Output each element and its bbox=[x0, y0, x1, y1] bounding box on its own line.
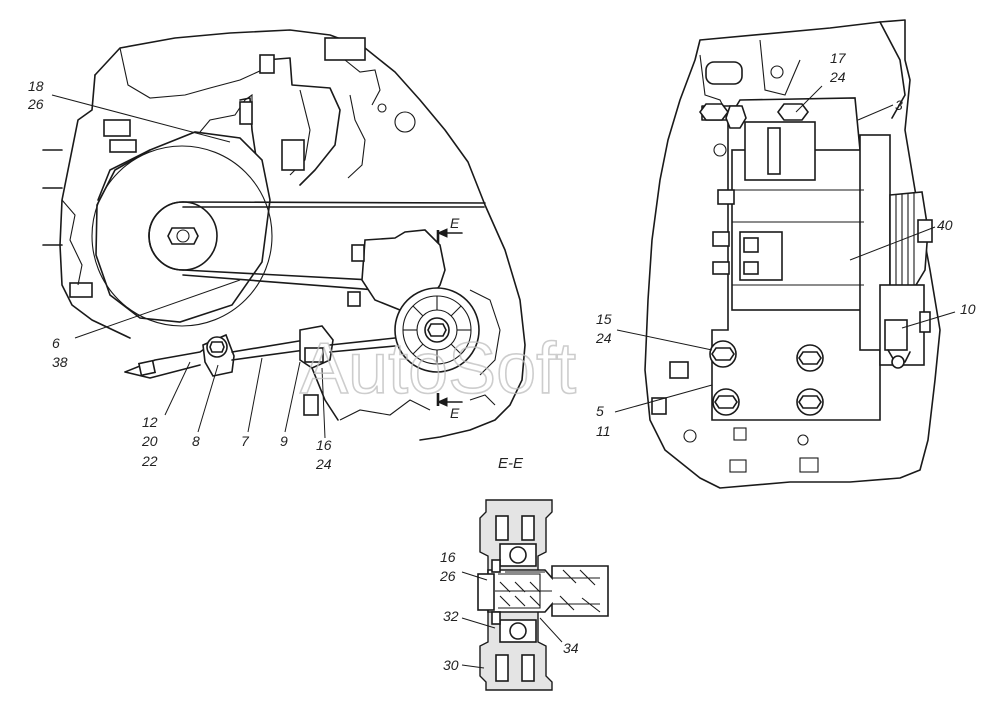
callout-labels: 18 26 6 38 12 20 22 8 7 9 16 24 17 24 3 … bbox=[27, 50, 976, 673]
callout-10: 10 bbox=[960, 301, 976, 317]
callout-16: 16 bbox=[316, 437, 332, 453]
callout-7: 7 bbox=[241, 433, 250, 449]
drive-belt bbox=[182, 201, 486, 208]
section-marker-bottom-label: Е bbox=[450, 405, 460, 421]
callout-8: 8 bbox=[192, 433, 200, 449]
callout-24: 24 bbox=[315, 456, 332, 472]
callout-40: 40 bbox=[937, 217, 953, 233]
callout-9: 9 bbox=[280, 433, 288, 449]
callout-24-top: 24 bbox=[829, 69, 846, 85]
callout-26-section: 26 bbox=[439, 568, 456, 584]
callout-5: 5 bbox=[596, 403, 604, 419]
callout-32: 32 bbox=[443, 608, 459, 624]
section-view: Е-Е bbox=[461, 455, 609, 691]
callout-22: 22 bbox=[141, 453, 158, 469]
callout-20: 20 bbox=[141, 433, 158, 449]
alternator-side bbox=[712, 121, 933, 369]
alternator-pulley bbox=[148, 201, 218, 271]
tensioner-pulley bbox=[394, 287, 480, 373]
engine-block-outline bbox=[94, 29, 526, 441]
right-view bbox=[614, 19, 956, 489]
engine-side-outline bbox=[644, 19, 941, 489]
callout-11: 11 bbox=[596, 423, 611, 439]
section-marker-top-label: Е bbox=[450, 215, 460, 231]
callout-30: 30 bbox=[443, 657, 459, 673]
callout-24-mid: 24 bbox=[595, 330, 612, 346]
callout-34: 34 bbox=[563, 640, 579, 656]
callout-12: 12 bbox=[142, 414, 158, 430]
callout-6: 6 bbox=[52, 335, 60, 351]
callout-15: 15 bbox=[596, 311, 612, 327]
adjusting-rod bbox=[124, 325, 396, 421]
callout-18: 18 bbox=[28, 78, 44, 94]
watermark: AutoSoft bbox=[300, 329, 576, 409]
callout-3: 3 bbox=[895, 97, 903, 113]
left-view: Е Е bbox=[42, 29, 526, 441]
callout-16-section: 16 bbox=[440, 549, 456, 565]
section-title: Е-Е bbox=[498, 455, 524, 472]
callout-38: 38 bbox=[52, 354, 68, 370]
callout-26: 26 bbox=[27, 96, 44, 112]
bracket-bolts bbox=[709, 340, 824, 416]
callout-17: 17 bbox=[830, 50, 847, 66]
